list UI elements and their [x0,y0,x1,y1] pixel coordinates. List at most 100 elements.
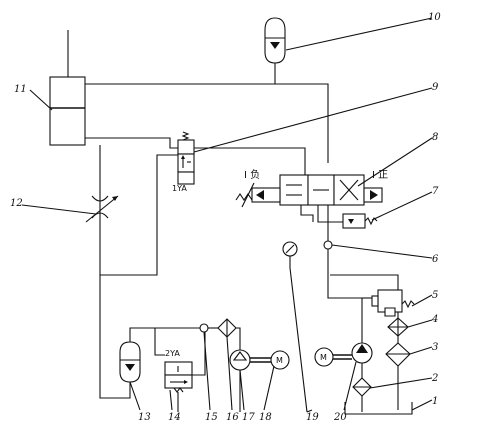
callout-20: 20 [333,412,347,423]
leader-15 [203,331,211,411]
leader-13 [129,381,141,411]
leader-14 [169,389,173,411]
callout-13: 13 [138,412,151,423]
valve-14-return-line [192,328,206,376]
valve-14-arrowhead [184,380,188,384]
relief-5-spring [401,300,415,309]
valve-side-right-label: I 正 [372,170,388,181]
callout-7: 7 [432,186,439,197]
valve-8-cross-b [339,179,359,201]
callout-9: 9 [432,82,439,93]
leader-16 [226,336,233,411]
pump-17-direction [232,351,248,361]
left-return-line [99,145,131,399]
cylinder-11 [49,76,86,146]
leader-5 [411,294,433,307]
filter-3 [385,342,411,367]
accumulator-13 [119,341,141,383]
pump-20-direction [356,344,368,353]
motor-18: M [250,350,290,370]
callout-16: 16 [226,412,239,423]
accumulator-13-marker [125,364,135,371]
accumulator-10-marker [270,42,280,49]
valve-8-cell-left [279,174,309,206]
valve-7 [342,213,378,229]
solenoid-2ya-label: 2YA [165,349,180,358]
gauge-19-line [289,256,308,413]
callout-numbers: 10 11 9 8 7 6 5 4 3 2 1 12 13 14 15 16 1… [10,12,441,423]
valve-8-drain [300,205,314,222]
top-pressure-line [84,83,329,163]
callout-1: 1 [432,396,438,407]
pump-20 [351,342,373,364]
solenoid-valve-14: 2YA [164,349,193,393]
throttle-12-arrowhead [112,196,118,201]
leader-7 [371,191,433,221]
callout-3: 3 [432,342,438,353]
main-valve-to-valve-7-line [317,205,343,223]
tank-1 [344,402,413,415]
relief-5-handle [371,295,379,307]
accumulator-10 [264,17,286,64]
motor-left-body [270,350,290,370]
valve-7-body [342,213,366,229]
callout-15: 15 [205,412,218,423]
callout-19: 19 [306,412,319,423]
leader-9 [193,87,433,153]
valve-9-arrowhead [181,155,185,159]
pressure-gauge-19 [282,241,298,257]
solenoid-1ya-label: 1YA [172,184,187,193]
throttle-12-adjust-arrow [85,195,119,223]
check-valve-6 [323,240,333,250]
valve-8-left-adjust [241,182,255,208]
valve-8-left-pilot [256,190,264,200]
callout-18: 18 [259,412,272,423]
valve-7-marker [348,219,354,224]
check-valve-15 [199,323,209,333]
motor-right-label: M [320,353,327,362]
filter-16 [217,318,237,338]
valve-9-cell-mid [177,153,195,173]
leader-11 [29,89,53,111]
leader-8 [357,137,433,187]
leader-10 [285,17,433,51]
valve-9-cell-bottom [177,171,195,185]
leader-17 [239,369,245,411]
valve-8-right-pilot [370,190,378,200]
leader-3 [409,346,433,355]
throttle-valve-12 [85,195,119,223]
callout-6: 6 [432,254,439,265]
valve-side-left-label: I 负 [244,168,260,181]
cylinder-to-valve-9-line [84,137,178,149]
relief-valve-5 [371,289,415,317]
leader-18 [263,365,275,411]
valve-8-left-actuator [251,187,281,203]
callout-12: 12 [10,198,23,209]
check-6-to-pump-20-line [327,249,363,343]
valve-9-spring [181,131,190,141]
motor-right-body [314,347,334,367]
valve-14-spring [173,387,184,393]
leader-20 [343,361,357,411]
relief-5-port [384,307,396,317]
leader-1 [411,399,433,411]
filter-4 [387,317,409,337]
leader-6 [331,244,433,259]
accumulator-13-shell [119,341,141,383]
directional-valve-8: I 负 I 正 [235,168,388,222]
motor-left-label: M [276,356,283,365]
pump-17 [229,349,251,371]
leader-lines [21,17,433,413]
leader-4 [407,319,433,328]
filter-2 [352,377,372,397]
callout-4: 4 [431,314,438,325]
motor-20-drive: M [314,347,352,367]
callout-17: 17 [242,412,255,423]
valve-9-cell-top [177,139,195,155]
callout-14: 14 [168,412,181,423]
accumulator-13-top-line [129,327,200,342]
callout-11: 11 [14,84,27,95]
callout-10: 10 [428,12,441,23]
